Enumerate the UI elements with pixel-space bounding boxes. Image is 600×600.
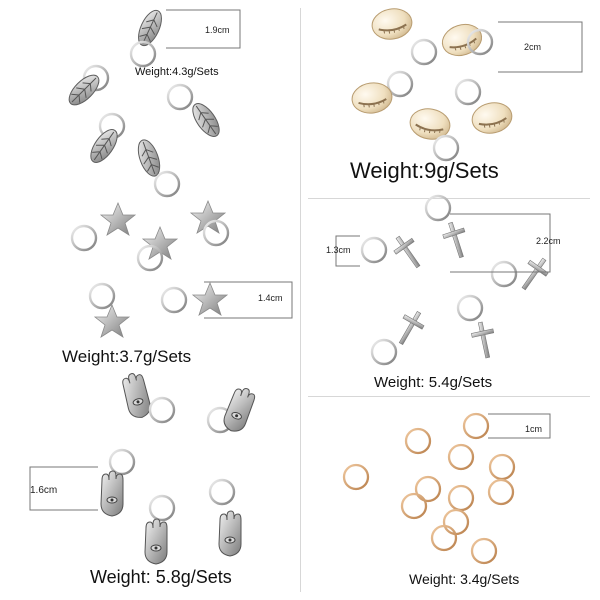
right-divider-lower bbox=[308, 396, 590, 397]
right-divider-upper bbox=[308, 198, 590, 199]
star-charm-icon bbox=[70, 200, 230, 338]
center-divider bbox=[300, 8, 301, 592]
leaf-dimension-label: 1.9cm bbox=[205, 25, 230, 35]
star-dimension-label: 1.4cm bbox=[258, 293, 283, 303]
ring-dimension-bracket bbox=[488, 413, 551, 439]
star-dimension-bracket bbox=[204, 281, 293, 319]
gold-ring-icon bbox=[342, 412, 516, 565]
ring-weight-label: Weight: 3.4g/Sets bbox=[409, 571, 520, 587]
cross-charm-icon bbox=[360, 194, 554, 366]
cross-weight-label: Weight: 5.4g/Sets bbox=[374, 374, 493, 391]
hamsa-weight-label: Weight: 5.8g/Sets bbox=[90, 567, 232, 587]
cross-large-dimension-label: 2.2cm bbox=[536, 236, 561, 246]
hamsa-dimension-label: 1.6cm bbox=[30, 485, 58, 496]
shell-charm-icon bbox=[349, 4, 516, 162]
leaf-charm-icon bbox=[63, 6, 225, 198]
shell-weight-label: Weight:9g/Sets bbox=[350, 158, 499, 183]
ring-dimension-label: 1cm bbox=[525, 424, 543, 434]
hamsa-charm-icon bbox=[100, 370, 258, 565]
cross-large-dimension-bracket bbox=[450, 213, 551, 273]
cross-small-dimension-bracket bbox=[335, 235, 360, 267]
star-weight-label: Weight:3.7g/Sets bbox=[62, 347, 192, 366]
leaf-weight-label: Weight:4.3g/Sets bbox=[135, 66, 219, 78]
shell-dimension-label: 2cm bbox=[524, 42, 542, 52]
shell-dimension-bracket bbox=[498, 21, 583, 73]
leaf-dimension-bracket bbox=[166, 9, 241, 49]
hamsa-dimension-bracket bbox=[29, 466, 98, 511]
cross-small-dimension-label: 1.3cm bbox=[326, 245, 351, 255]
